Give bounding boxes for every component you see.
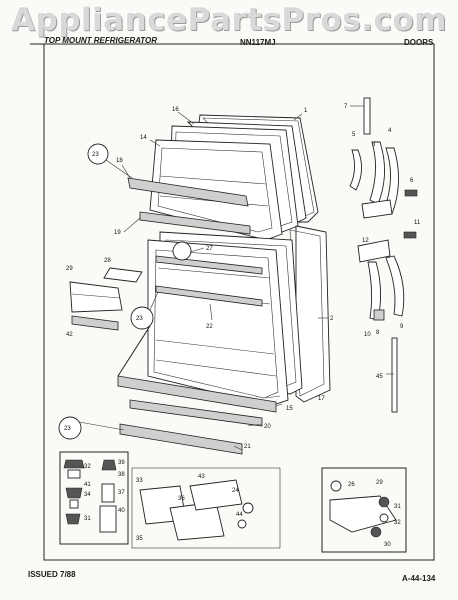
callout-22: 22	[206, 324, 213, 330]
callout-42: 42	[66, 332, 73, 338]
dairy-door-assembly	[69, 267, 143, 331]
rail-20	[129, 399, 263, 427]
callout-24: 24	[232, 488, 239, 494]
callout-35: 35	[136, 536, 143, 542]
trim-strip-45	[391, 337, 398, 413]
freezer-bottom-rail	[139, 211, 251, 235]
callout-5: 5	[352, 132, 356, 138]
callout-28: 28	[104, 258, 111, 264]
lower-hinge-brackets	[131, 467, 281, 549]
callout-29: 29	[66, 266, 73, 272]
callout-1: 1	[304, 108, 308, 114]
box-callout-32: 32	[394, 520, 401, 526]
callout-36: 36	[178, 496, 185, 502]
callout-20: 20	[264, 424, 271, 430]
kit-callout-39: 39	[118, 460, 125, 466]
callout-23-c: 23	[64, 426, 71, 432]
callout-23-a: 23	[92, 152, 99, 158]
hinge-kit-box	[59, 451, 129, 545]
callout-3: 3	[372, 142, 376, 148]
box-callout-30: 30	[384, 542, 391, 548]
callout-10: 10	[364, 332, 371, 338]
detail-circle-23	[58, 416, 82, 440]
callout-43: 43	[198, 474, 205, 480]
box-callout-29: 29	[376, 480, 383, 486]
callout-44: 44	[236, 512, 243, 518]
header-model: NN117MJ	[240, 38, 276, 47]
header-title: TOP MOUNT REFRIGERATOR	[44, 36, 158, 45]
hinge-bracket-box	[321, 467, 407, 553]
callout-7: 7	[344, 104, 348, 110]
callout-8: 8	[376, 330, 380, 336]
callout-11: 11	[414, 220, 421, 226]
door-shelf-bar-top	[155, 255, 263, 275]
callout-19: 19	[114, 230, 121, 236]
door-shelf-bar	[155, 285, 263, 307]
freezer-shelf-bar	[127, 177, 249, 207]
callout-12: 12	[362, 238, 369, 244]
callout-18: 18	[116, 158, 123, 164]
freezer-door	[127, 114, 319, 241]
watermark-text: AppliancePartsPros.com	[11, 2, 447, 38]
callout-6: 6	[410, 178, 414, 184]
callout-4: 4	[388, 128, 392, 134]
leader-lines	[121, 105, 394, 451]
callout-16: 16	[172, 107, 179, 113]
hinge-assemblies	[349, 97, 418, 413]
callout-21: 21	[244, 444, 251, 450]
page-code: A-44-134	[402, 574, 436, 583]
callout-9: 9	[400, 324, 404, 330]
callout-15: 15	[286, 406, 293, 412]
fresh-food-door	[117, 225, 331, 455]
detail-circle-27	[172, 241, 192, 261]
callout-2: 2	[330, 316, 334, 322]
callout-17: 17	[318, 396, 325, 402]
kit-callout-41: 41	[84, 482, 91, 488]
issued-date: ISSUED 7/88	[28, 570, 76, 579]
detail-circle-23	[130, 306, 154, 330]
callout-labels: 1 2 3 4 5 6 7 8 9 10 11 12 14 15 16 17 1…	[64, 104, 421, 548]
header-section: DOORS	[404, 38, 434, 47]
callout-45: 45	[376, 374, 383, 380]
kit-callout-38: 38	[118, 472, 125, 478]
callout-33: 33	[136, 478, 143, 484]
rail-21	[119, 423, 243, 455]
kit-callout-40: 40	[118, 508, 125, 514]
kit-callout-34: 34	[84, 492, 91, 498]
kit-callout-31: 31	[84, 516, 91, 522]
callout-23-b: 23	[136, 316, 143, 322]
detail-circle-23	[87, 143, 109, 165]
kit-callout-32: 32	[84, 464, 91, 470]
box-callout-31: 31	[394, 504, 401, 510]
box-callout-26: 26	[348, 482, 355, 488]
callout-27: 27	[206, 246, 213, 252]
kit-callout-37: 37	[118, 490, 125, 496]
callout-14: 14	[140, 135, 147, 141]
